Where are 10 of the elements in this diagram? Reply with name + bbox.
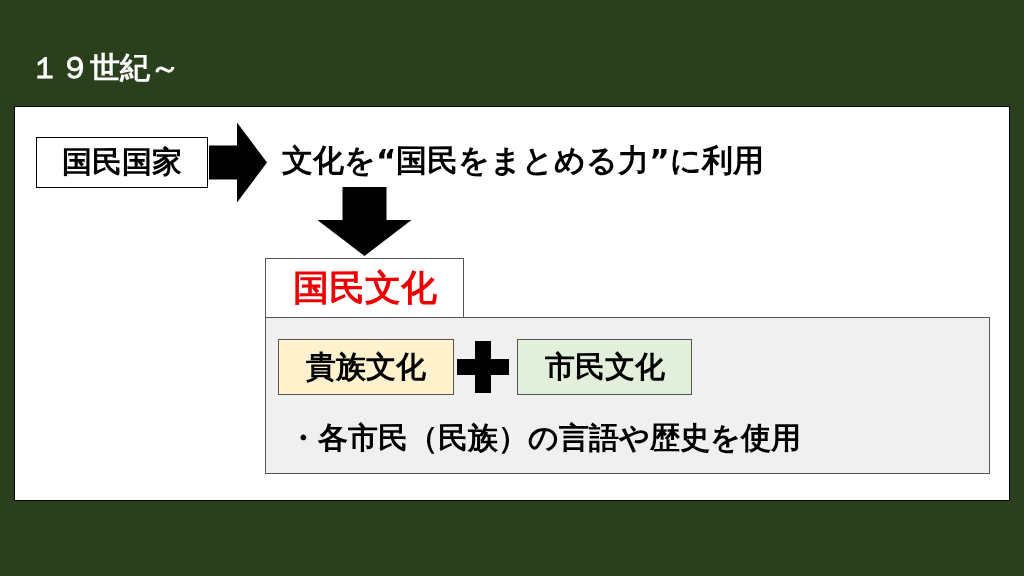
statement-text: 文化を“国民をまとめる力”に利用 bbox=[268, 138, 908, 184]
bullet-text: ・各市民（民族）の言語や歴史を使用 bbox=[288, 419, 801, 457]
panel-box bbox=[265, 317, 990, 474]
block-arrow bbox=[317, 187, 412, 256]
tab-box: 国民文化 bbox=[265, 258, 464, 318]
title: １９世紀～ bbox=[30, 49, 180, 87]
block-arrow bbox=[209, 122, 267, 203]
label-box: 貴族文化 bbox=[278, 339, 454, 395]
label-box: 国民国家 bbox=[36, 137, 208, 188]
label-box: 市民文化 bbox=[517, 339, 692, 395]
